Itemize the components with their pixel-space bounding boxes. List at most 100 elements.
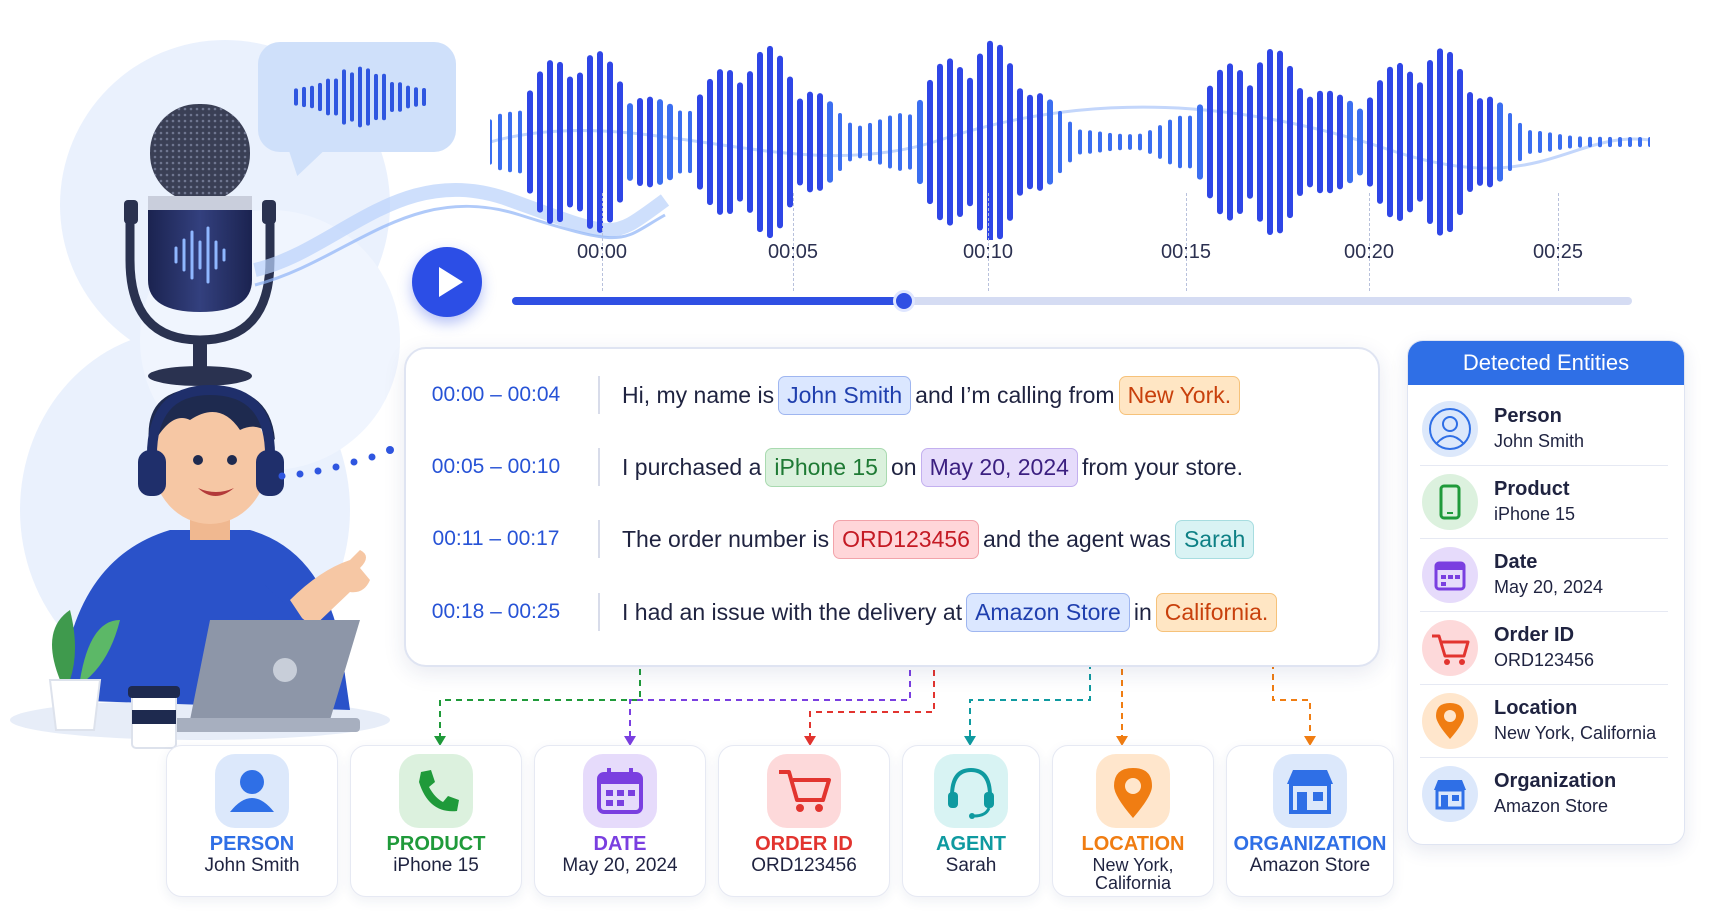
progress-thumb[interactable] <box>893 290 915 312</box>
person-icon <box>1422 401 1478 457</box>
person-illustration <box>48 384 394 749</box>
cart-icon <box>767 754 841 828</box>
entity-highlight-location[interactable]: New York. <box>1118 375 1241 415</box>
timeline-tick <box>1186 193 1187 291</box>
category-title: PERSON <box>209 833 295 855</box>
speech-bubble <box>258 42 456 152</box>
location-pin-icon <box>1096 754 1170 828</box>
calendar-icon <box>1422 547 1478 603</box>
row-divider <box>598 520 600 558</box>
timeline-label: 00:25 <box>1532 241 1584 263</box>
transcript-text: in <box>1133 598 1152 625</box>
category-card-person[interactable]: PERSON John Smith <box>166 745 338 897</box>
entity-highlight-location[interactable]: California. <box>1155 592 1278 632</box>
category-card-agent[interactable]: AGENT Sarah <box>902 745 1040 897</box>
entity-value: New York, California <box>1494 723 1657 743</box>
row-divider <box>598 448 600 486</box>
timeline-label: 00:05 <box>767 241 819 263</box>
entity-value: May 20, 2024 <box>1494 577 1604 597</box>
category-value: New York, California <box>1092 855 1174 893</box>
category-value: May 20, 2024 <box>562 855 678 876</box>
category-title: ORGANIZATION <box>1233 833 1387 855</box>
sound-ribbon <box>253 182 670 287</box>
entity-item-date[interactable]: Date May 20, 2024 <box>1420 539 1668 612</box>
entity-highlight-date[interactable]: May 20, 2024 <box>920 447 1078 487</box>
timestamp: 00:05 – 00:10 <box>431 455 561 478</box>
category-title: LOCATION <box>1081 833 1185 855</box>
timeline-label: 00:10 <box>962 241 1014 263</box>
timeline-tick <box>1369 193 1370 291</box>
timeline-tick <box>1558 193 1559 291</box>
sound-wave-icon <box>294 66 426 128</box>
category-value: Sarah <box>945 855 997 876</box>
transcript-row[interactable]: 00:05 – 00:10 I purchased a iPhone 15 on… <box>406 447 1243 487</box>
transcript-text: and I’m calling from <box>915 381 1115 408</box>
transcript-row[interactable]: 00:11 – 00:17 The order number is ORD123… <box>406 519 1258 559</box>
store-icon <box>1273 754 1347 828</box>
entity-value: iPhone 15 <box>1494 504 1576 524</box>
cart-icon <box>1422 620 1478 676</box>
entity-item-location[interactable]: Location New York, California <box>1420 685 1668 758</box>
entity-highlight-organization[interactable]: Amazon Store <box>966 592 1130 632</box>
store-icon <box>1422 766 1478 822</box>
timestamp: 00:11 – 00:17 <box>432 527 560 550</box>
entity-item-order-id[interactable]: Order ID ORD123456 <box>1420 612 1668 685</box>
entity-name: Order ID <box>1494 624 1575 646</box>
category-title: ORDER ID <box>755 833 853 855</box>
entity-name: Product <box>1494 478 1570 500</box>
category-card-location[interactable]: LOCATION New York, California <box>1052 745 1214 897</box>
entity-item-organization[interactable]: Organization Amazon Store <box>1420 758 1668 830</box>
category-card-organization[interactable]: ORGANIZATION Amazon Store <box>1226 745 1394 897</box>
transcript-text: I had an issue with the delivery at <box>622 598 963 625</box>
phone-icon <box>399 754 473 828</box>
timeline-tick <box>602 193 603 291</box>
category-value: ORD123456 <box>751 855 857 876</box>
entity-highlight-person[interactable]: John Smith <box>778 375 912 415</box>
timeline-label: 00:00 <box>576 241 628 263</box>
transcript-card: 00:00 – 00:04 Hi, my name is John Smith … <box>404 347 1380 667</box>
audio-waveform <box>490 40 1650 240</box>
timeline-label: 00:20 <box>1343 241 1395 263</box>
microphone-icon <box>124 104 276 386</box>
play-button[interactable] <box>412 247 482 317</box>
entity-value: John Smith <box>1494 431 1585 451</box>
category-title: AGENT <box>936 833 1006 855</box>
panel-title: Detected Entities <box>1408 341 1684 385</box>
phone-icon <box>1422 474 1478 530</box>
entity-item-person[interactable]: Person John Smith <box>1420 393 1668 466</box>
transcript-text: The order number is <box>622 525 830 552</box>
location-pin-icon <box>1422 693 1478 749</box>
entity-item-product[interactable]: Product iPhone 15 <box>1420 466 1668 539</box>
calendar-icon <box>583 754 657 828</box>
entity-name: Date <box>1494 551 1538 573</box>
timeline-label: 00:15 <box>1160 241 1212 263</box>
transcript-text: I purchased a <box>622 453 762 480</box>
category-card-product[interactable]: PRODUCT iPhone 15 <box>350 745 522 897</box>
entity-value: Amazon Store <box>1494 796 1609 816</box>
transcript-text: on <box>890 453 917 480</box>
category-title: DATE <box>593 833 647 855</box>
category-card-order-id[interactable]: ORDER ID ORD123456 <box>718 745 890 897</box>
entity-name: Location <box>1494 697 1578 719</box>
row-divider <box>598 593 600 631</box>
transcript-row[interactable]: 00:18 – 00:25 I had an issue with the de… <box>406 592 1281 632</box>
entity-highlight-agent[interactable]: Sarah <box>1174 519 1255 559</box>
entity-name: Person <box>1494 405 1562 427</box>
timestamp: 00:18 – 00:25 <box>431 600 561 623</box>
detected-entities-panel: Detected Entities Person John Smith Prod… <box>1407 340 1685 845</box>
category-card-date[interactable]: DATE May 20, 2024 <box>534 745 706 897</box>
entity-highlight-product[interactable]: iPhone 15 <box>765 447 887 487</box>
entity-value: ORD123456 <box>1494 650 1595 670</box>
progress-track[interactable] <box>512 297 1632 305</box>
progress-fill <box>512 297 904 305</box>
category-value: iPhone 15 <box>393 855 479 876</box>
transcript-text: from your store. <box>1081 453 1243 480</box>
transcript-text: and the agent was <box>982 525 1171 552</box>
transcript-row[interactable]: 00:00 – 00:04 Hi, my name is John Smith … <box>406 375 1244 415</box>
entity-highlight-order-id[interactable]: ORD123456 <box>833 519 979 559</box>
timestamp: 00:00 – 00:04 <box>431 383 561 406</box>
timeline-tick <box>988 193 989 291</box>
row-divider <box>598 376 600 414</box>
transcript-text: Hi, my name is <box>622 381 775 408</box>
timeline-tick <box>793 193 794 291</box>
